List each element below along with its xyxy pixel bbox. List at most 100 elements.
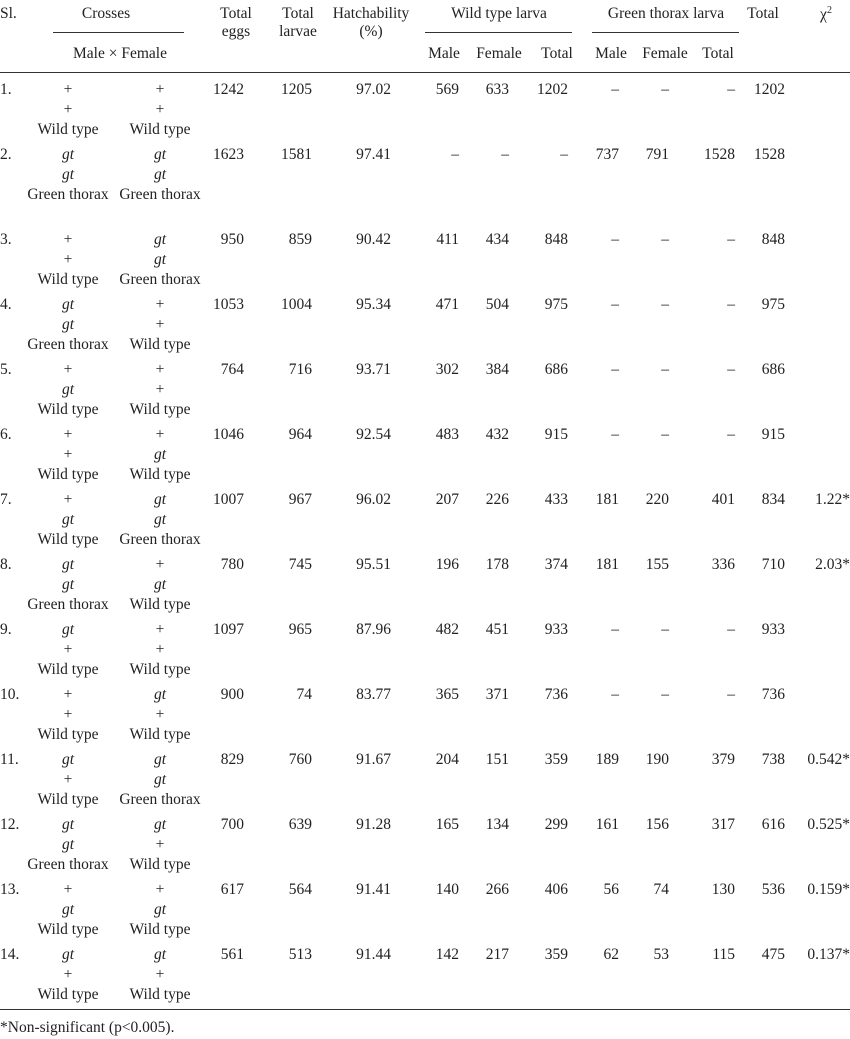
- row-male-allele-1: +: [63, 361, 73, 378]
- row-gt-male: 737: [595, 146, 619, 163]
- row-gt-male: 189: [595, 751, 619, 768]
- row-female-allele-2: gt: [153, 511, 167, 528]
- row-male-allele-2: +: [63, 706, 73, 723]
- row-wt-male: 142: [435, 946, 459, 963]
- row-female-allele-1: gt: [153, 946, 167, 963]
- row-wt-total: 848: [544, 231, 568, 248]
- row-male-allele-2: gt: [61, 836, 75, 853]
- row-total-larvae: 639: [288, 816, 312, 833]
- row-total-eggs: 1097: [213, 621, 244, 638]
- row-wt-male: 196: [435, 556, 459, 573]
- row-female-phenotype: Wild type: [129, 661, 191, 678]
- row-sl: 10.: [0, 686, 20, 703]
- row-total: 686: [761, 361, 785, 378]
- row-total: 475: [761, 946, 785, 963]
- row-male-phenotype: Wild type: [37, 986, 99, 1003]
- footnote: *Non-significant (p<0.005).: [0, 1019, 175, 1036]
- row-sl: 8.: [0, 556, 12, 573]
- row-hatchability: 96.02: [356, 491, 391, 508]
- row-gt-female: 791: [645, 146, 669, 163]
- row-total-eggs: 561: [220, 946, 244, 963]
- row-female-allele-1: +: [155, 556, 165, 573]
- row-male-allele-2: +: [63, 101, 73, 118]
- row-gt-total: 379: [711, 751, 735, 768]
- row-male-phenotype: Green thorax: [27, 856, 109, 873]
- row-female-allele-1: +: [155, 881, 165, 898]
- header-total-larvae-2: larvae: [279, 23, 317, 40]
- row-gt-male: 181: [595, 491, 619, 508]
- row-hatchability: 95.34: [356, 296, 391, 313]
- row-male-allele-1: gt: [61, 146, 75, 163]
- row-gt-total: 401: [711, 491, 735, 508]
- row-gt-male: –: [611, 686, 619, 703]
- row-male-phenotype: Wild type: [37, 121, 99, 138]
- row-female-phenotype: Wild type: [129, 856, 191, 873]
- row-wt-female: 151: [485, 751, 509, 768]
- row-wt-male: 165: [435, 816, 459, 833]
- row-gt-male: –: [611, 81, 619, 98]
- row-gt-total: –: [727, 296, 735, 313]
- row-male-allele-1: gt: [61, 751, 75, 768]
- row-female-phenotype: Wild type: [129, 921, 191, 938]
- header-wt-female: Female: [476, 45, 522, 62]
- row-gt-total: –: [727, 426, 735, 443]
- header-bottom-rule: [0, 72, 850, 73]
- row-female-allele-1: +: [155, 81, 165, 98]
- row-male-allele-2: gt: [61, 576, 75, 593]
- row-total-larvae: 967: [288, 491, 312, 508]
- row-total: 1202: [754, 81, 785, 98]
- row-gt-male: 62: [603, 946, 620, 963]
- row-female-phenotype: Wild type: [129, 986, 191, 1003]
- row-male-phenotype: Wild type: [37, 531, 99, 548]
- row-chi-square: 2.03*: [815, 556, 850, 573]
- header-gt-female: Female: [642, 45, 688, 62]
- row-sl: 14.: [0, 946, 20, 963]
- row-female-allele-2: +: [155, 101, 165, 118]
- row-total: 710: [761, 556, 785, 573]
- row-wt-male: 569: [435, 81, 459, 98]
- row-hatchability: 97.02: [356, 81, 391, 98]
- row-hatchability: 91.67: [356, 751, 391, 768]
- row-total-eggs: 950: [220, 231, 244, 248]
- row-wt-total: 406: [544, 881, 568, 898]
- row-wt-female: 432: [485, 426, 509, 443]
- table-bottom-rule: [0, 1009, 850, 1010]
- header-hatchability-2: (%): [359, 23, 383, 40]
- row-wt-male: 204: [435, 751, 459, 768]
- header-green-thorax-larva: Green thorax larva: [607, 5, 725, 22]
- row-wt-male: 365: [435, 686, 459, 703]
- row-male-allele-1: gt: [61, 946, 75, 963]
- row-gt-male: 56: [603, 881, 620, 898]
- row-chi-square: 0.525*: [807, 816, 850, 833]
- row-female-phenotype: Wild type: [129, 726, 191, 743]
- row-gt-total: 336: [711, 556, 735, 573]
- row-hatchability: 87.96: [356, 621, 391, 638]
- row-male-allele-1: +: [63, 81, 73, 98]
- row-male-phenotype: Wild type: [37, 466, 99, 483]
- row-female-allele-1: gt: [153, 751, 167, 768]
- row-female-allele-1: +: [155, 296, 165, 313]
- row-sl: 2.: [0, 146, 12, 163]
- row-male-phenotype: Green thorax: [27, 336, 109, 353]
- row-female-allele-2: +: [155, 966, 165, 983]
- row-hatchability: 91.44: [356, 946, 391, 963]
- row-gt-female: –: [661, 361, 669, 378]
- row-gt-female: –: [661, 621, 669, 638]
- row-female-allele-1: +: [155, 361, 165, 378]
- row-male-allele-2: +: [63, 446, 73, 463]
- row-gt-female: 190: [645, 751, 669, 768]
- row-wt-total: 736: [544, 686, 568, 703]
- row-wt-male: 471: [435, 296, 459, 313]
- row-wt-female: 217: [485, 946, 509, 963]
- row-female-allele-2: +: [155, 836, 165, 853]
- row-sl: 13.: [0, 881, 20, 898]
- row-total-larvae: 74: [296, 686, 313, 703]
- row-male-allele-1: +: [63, 686, 73, 703]
- row-total-eggs: 1007: [213, 491, 244, 508]
- row-gt-male: –: [611, 361, 619, 378]
- row-female-phenotype: Wild type: [129, 121, 191, 138]
- row-sl: 4.: [0, 296, 12, 313]
- row-total-larvae: 760: [288, 751, 312, 768]
- row-female-phenotype: Green thorax: [119, 186, 201, 203]
- row-female-allele-1: gt: [153, 686, 167, 703]
